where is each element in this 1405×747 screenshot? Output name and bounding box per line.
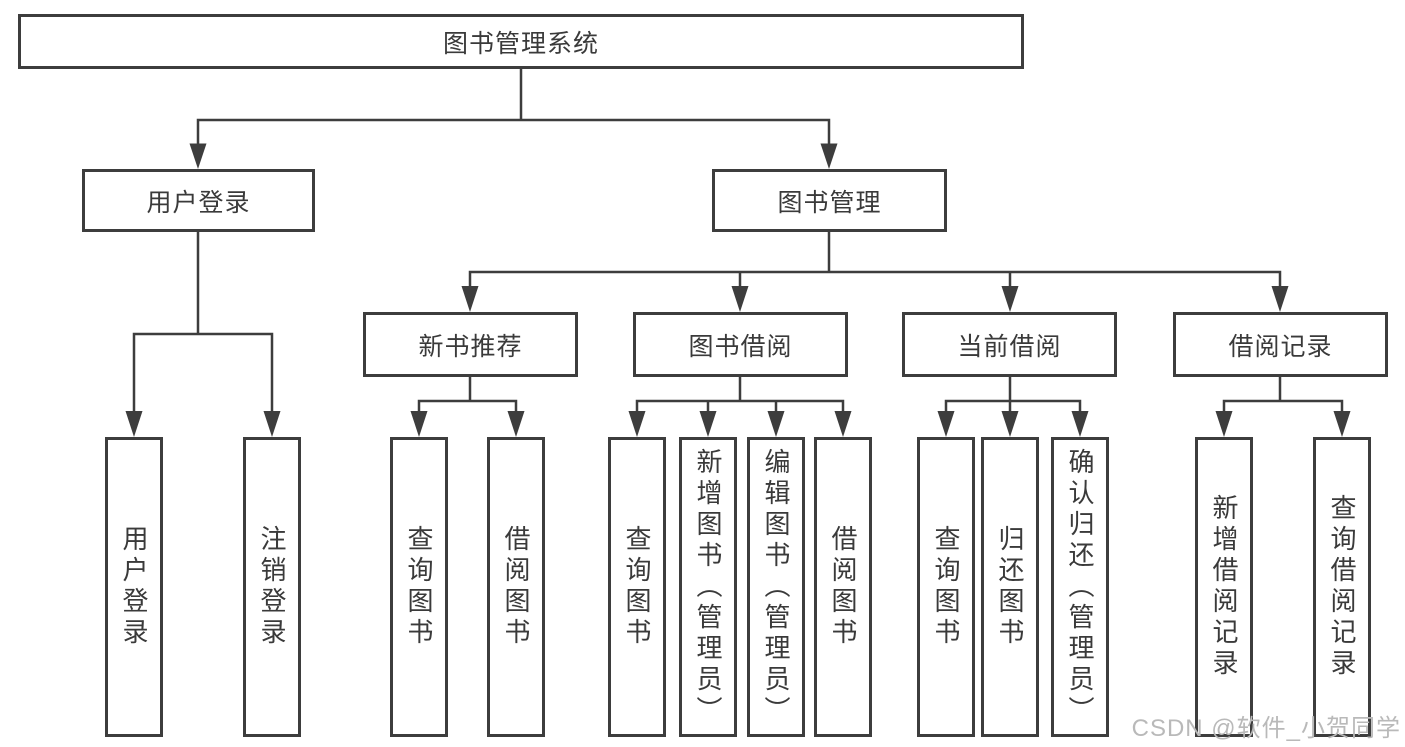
arrowhead-down-icon	[834, 411, 852, 437]
leaf-label: 查询图书	[404, 525, 434, 649]
node-label: 图书借阅	[688, 332, 793, 361]
arrowhead-down-icon	[189, 143, 207, 169]
connector-line	[417, 399, 518, 412]
leaf-borrow-books-recommend: 借阅图书	[487, 437, 545, 737]
leaf-query-books-recommend: 查询图书	[390, 437, 448, 737]
connector-borrow-split	[628, 377, 852, 437]
connector-management-split	[461, 232, 1289, 312]
node-user-login: 用户登录	[82, 169, 315, 232]
arrowhead-down-icon	[410, 411, 428, 437]
arrowhead-down-icon	[461, 286, 479, 312]
leaf-user-login: 用户登录	[105, 437, 163, 737]
connector-recommend-split	[410, 377, 525, 437]
arrowhead-down-icon	[937, 411, 955, 437]
leaf-label: 归还图书	[995, 525, 1025, 649]
node-new-book-recommend: 新书推荐	[363, 312, 578, 377]
arrowhead-down-icon	[1215, 411, 1233, 437]
connector-records-split	[1215, 377, 1351, 437]
leaf-label: 用户登录	[119, 525, 149, 649]
node-book-borrow: 图书借阅	[633, 312, 848, 377]
node-book-management: 图书管理	[712, 169, 947, 232]
arrowhead-down-icon	[1001, 411, 1019, 437]
connector-line	[468, 270, 1282, 287]
node-label: 用户登录	[146, 188, 251, 217]
node-label: 图书管理系统	[442, 29, 599, 58]
leaf-edit-book-admin: 编辑图书（管理员）	[747, 437, 805, 737]
arrowhead-down-icon	[1071, 411, 1089, 437]
connector-line	[1222, 399, 1344, 412]
leaf-label: 借阅图书	[501, 525, 531, 649]
connector-login-split	[125, 232, 281, 437]
node-label: 借阅记录	[1228, 332, 1333, 361]
watermark: CSDN @软件_小贺同学	[1131, 715, 1401, 742]
leaf-add-book-admin: 新增图书（管理员）	[679, 437, 737, 737]
node-label: 当前借阅	[957, 332, 1062, 361]
leaf-add-borrow-record: 新增借阅记录	[1195, 437, 1253, 737]
arrowhead-down-icon	[1001, 286, 1019, 312]
leaf-label: 注销登录	[257, 525, 287, 649]
leaf-query-books-borrow: 查询图书	[608, 437, 666, 737]
arrowhead-down-icon	[1271, 286, 1289, 312]
leaf-confirm-return-admin: 确认归还（管理员）	[1051, 437, 1109, 737]
arrowhead-down-icon	[1333, 411, 1351, 437]
leaf-query-borrow-record: 查询借阅记录	[1313, 437, 1371, 737]
connector-root-split	[189, 69, 838, 169]
leaf-label: 新增图书（管理员）	[693, 447, 723, 727]
leaf-label: 查询借阅记录	[1327, 494, 1357, 680]
leaf-label: 借阅图书	[828, 525, 858, 649]
arrowhead-down-icon	[731, 286, 749, 312]
connector-current-split	[937, 377, 1089, 437]
arrowhead-down-icon	[820, 143, 838, 169]
arrowhead-down-icon	[125, 411, 143, 437]
leaf-label: 新增借阅记录	[1209, 494, 1239, 680]
connector-line	[635, 399, 845, 412]
arrowhead-down-icon	[628, 411, 646, 437]
leaf-label: 查询图书	[622, 525, 652, 649]
arrowhead-down-icon	[699, 411, 717, 437]
leaf-borrow-books: 借阅图书	[814, 437, 872, 737]
leaf-label: 编辑图书（管理员）	[761, 447, 791, 727]
arrowhead-down-icon	[263, 411, 281, 437]
node-label: 新书推荐	[418, 332, 523, 361]
node-current-borrow: 当前借阅	[902, 312, 1117, 377]
leaf-label: 查询图书	[931, 525, 961, 649]
leaf-return-book: 归还图书	[981, 437, 1039, 737]
arrowhead-down-icon	[767, 411, 785, 437]
leaf-label: 确认归还（管理员）	[1065, 447, 1095, 727]
node-root-system: 图书管理系统	[18, 14, 1024, 69]
node-label: 图书管理	[777, 188, 882, 217]
connector-line	[132, 332, 274, 412]
connector-line	[196, 118, 831, 144]
leaf-logout: 注销登录	[243, 437, 301, 737]
leaf-query-books-current: 查询图书	[917, 437, 975, 737]
connector-line	[944, 399, 1082, 412]
node-borrow-records: 借阅记录	[1173, 312, 1388, 377]
arrowhead-down-icon	[507, 411, 525, 437]
